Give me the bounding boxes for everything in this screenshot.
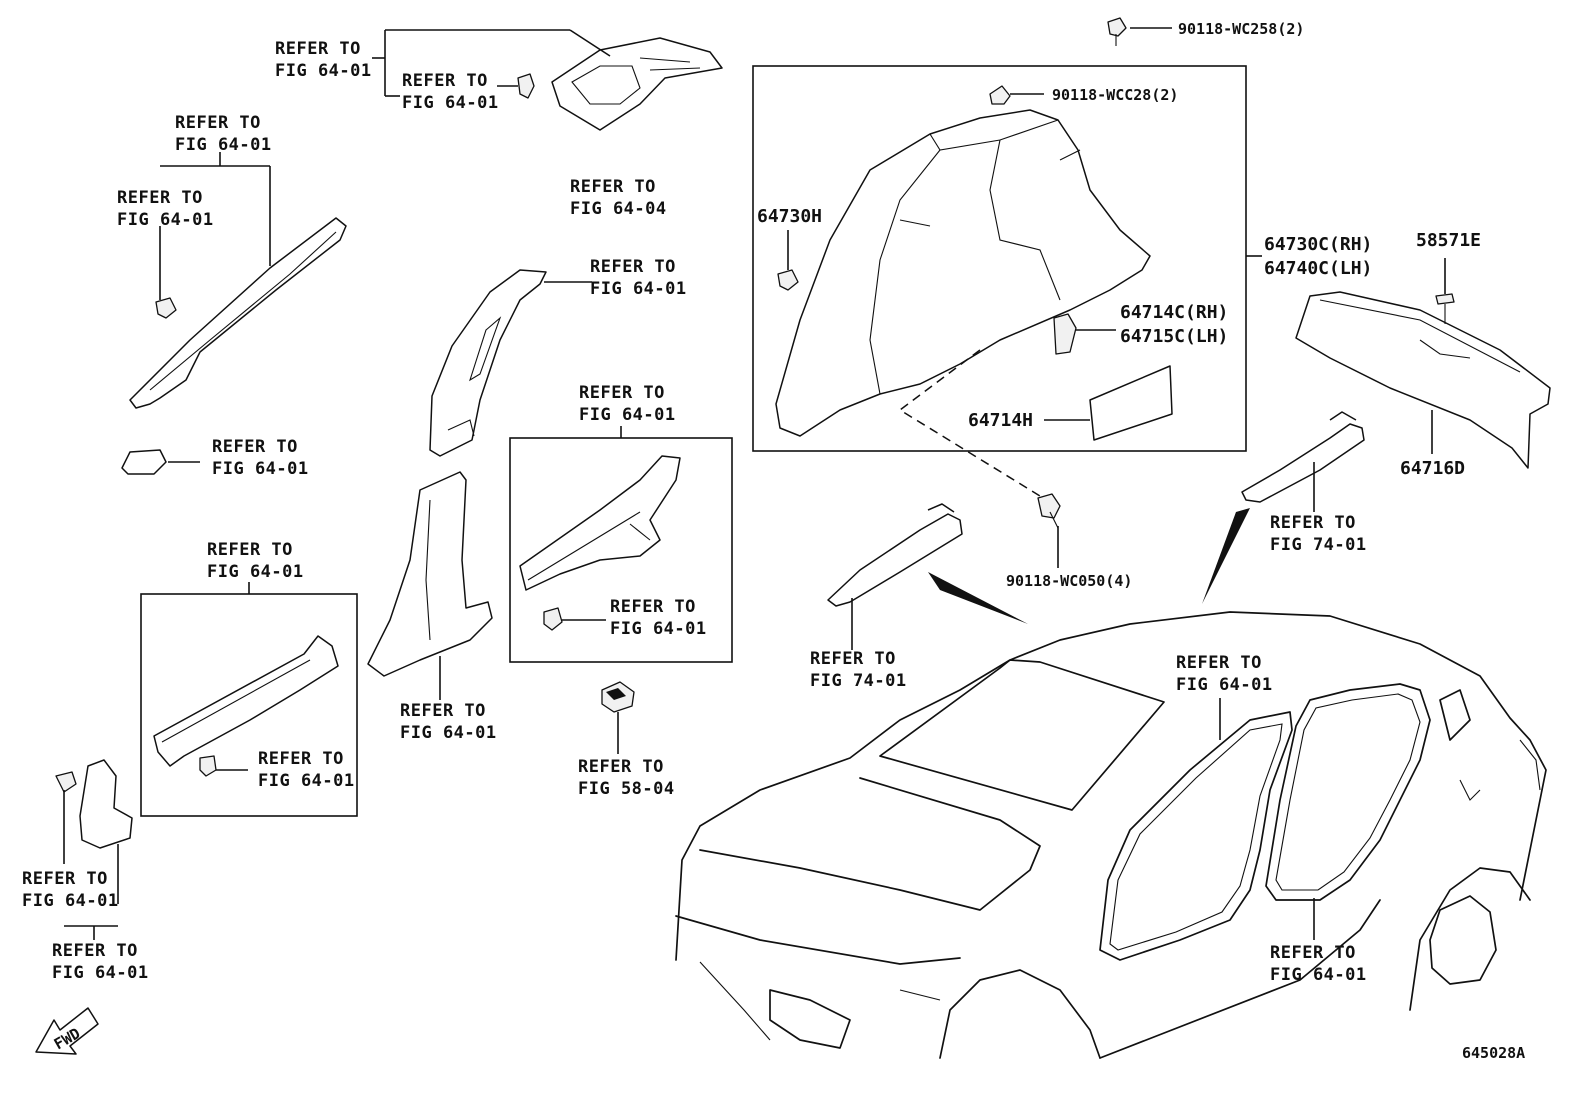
bolt-icon (1037, 493, 1061, 529)
a-pillar-garnish-part (129, 217, 347, 409)
part-number-2: 90118-WCC28(2) (1052, 86, 1178, 104)
ref-label-7b: FIG 64-01 (590, 279, 687, 299)
ref-label-15b: FIG 58-04 (578, 779, 675, 799)
ref-label-8a: REFER TO (400, 701, 486, 721)
ref-label-16b: FIG 74-01 (1270, 535, 1367, 555)
ref-label-14b: FIG 64-01 (610, 619, 707, 639)
ref-label-5a: REFER TO (212, 437, 298, 457)
b-pillar-upper-garnish-part (429, 269, 547, 457)
ref-label-18b: FIG 64-01 (1176, 675, 1273, 695)
ref-label-11a: REFER TO (22, 869, 108, 889)
ref-label-15a: REFER TO (578, 757, 664, 777)
clip-icon (543, 607, 563, 631)
ref-label-9b: FIG 64-01 (207, 562, 304, 582)
clip-icon (199, 755, 217, 777)
part-number-6a: 64714C(RH) (1120, 302, 1228, 323)
ref-label-6a: REFER TO (570, 177, 656, 197)
cowl-side-trim-part (79, 759, 133, 849)
ref-label-3a: REFER TO (175, 113, 261, 133)
vehicle-body-outline (675, 611, 1547, 1059)
clip-icon (989, 85, 1011, 105)
assist-grip-part (827, 503, 963, 607)
ref-label-2a: REFER TO (402, 71, 488, 91)
part-number-7: 64714H (968, 410, 1033, 431)
back-door-garnish-part (1295, 291, 1551, 469)
quarter-trim-box (752, 65, 1247, 452)
ref-label-1a: REFER TO (275, 39, 361, 59)
assist-grip-part (1241, 411, 1365, 503)
ref-label-3b: FIG 64-01 (175, 135, 272, 155)
ref-label-16a: REFER TO (1270, 513, 1356, 533)
ref-label-8b: FIG 64-01 (400, 723, 497, 743)
ref-label-6b: FIG 64-04 (570, 199, 667, 219)
quarter-trim-panel-part (775, 109, 1151, 437)
rear-door-weatherstrip (1265, 683, 1431, 901)
part-number-1: 90118-WC258(2) (1178, 20, 1304, 38)
rear-scuff-plate-part (519, 455, 681, 591)
ref-label-10b: FIG 64-01 (258, 771, 355, 791)
ref-label-4b: FIG 64-01 (117, 210, 214, 230)
bolt-icon (1107, 17, 1127, 46)
switch-part (601, 681, 635, 713)
ref-label-2b: FIG 64-01 (402, 93, 499, 113)
lid-part (1089, 365, 1173, 441)
part-number-5: 58571E (1416, 230, 1481, 251)
ref-label-14a: REFER TO (610, 597, 696, 617)
ref-label-18a: REFER TO (1176, 653, 1262, 673)
clip-icon (155, 297, 177, 319)
forward-arrow-icon: FWD (35, 1007, 99, 1055)
ref-label-13a: REFER TO (579, 383, 665, 403)
cover-part (1053, 313, 1077, 355)
roof-side-garnish-part (551, 37, 723, 131)
ref-label-17b: FIG 74-01 (810, 671, 907, 691)
figure-id: 645028A (1462, 1044, 1525, 1062)
ref-label-5b: FIG 64-01 (212, 459, 309, 479)
ref-label-19b: FIG 64-01 (1270, 965, 1367, 985)
ref-label-17a: REFER TO (810, 649, 896, 669)
part-number-8: 64716D (1400, 458, 1465, 479)
cover-part (121, 449, 167, 475)
part-number-6b: 64715C(LH) (1120, 326, 1228, 347)
ref-label-7a: REFER TO (590, 257, 676, 277)
pointer-wedge (928, 572, 1028, 624)
part-number-4a: 64730C(RH) (1264, 234, 1372, 255)
ref-label-4a: REFER TO (117, 188, 203, 208)
front-door-weatherstrip (1099, 711, 1293, 961)
clip-icon (517, 73, 535, 99)
part-number-3: 64730H (757, 206, 822, 227)
b-pillar-lower-garnish-part (367, 471, 493, 677)
front-scuff-plate-part (153, 635, 339, 767)
clip-icon (777, 269, 799, 291)
ref-label-9a: REFER TO (207, 540, 293, 560)
ref-label-12b: FIG 64-01 (52, 963, 149, 983)
clip-icon (55, 771, 77, 793)
pointer-wedge (1202, 508, 1250, 604)
clip-icon (1435, 293, 1455, 324)
ref-label-1b: FIG 64-01 (275, 61, 372, 81)
ref-label-10a: REFER TO (258, 749, 344, 769)
ref-label-11b: FIG 64-01 (22, 891, 119, 911)
part-number-4b: 64740C(LH) (1264, 258, 1372, 279)
ref-label-13b: FIG 64-01 (579, 405, 676, 425)
ref-label-19a: REFER TO (1270, 943, 1356, 963)
part-number-9: 90118-WC050(4) (1006, 572, 1132, 590)
ref-label-12a: REFER TO (52, 941, 138, 961)
